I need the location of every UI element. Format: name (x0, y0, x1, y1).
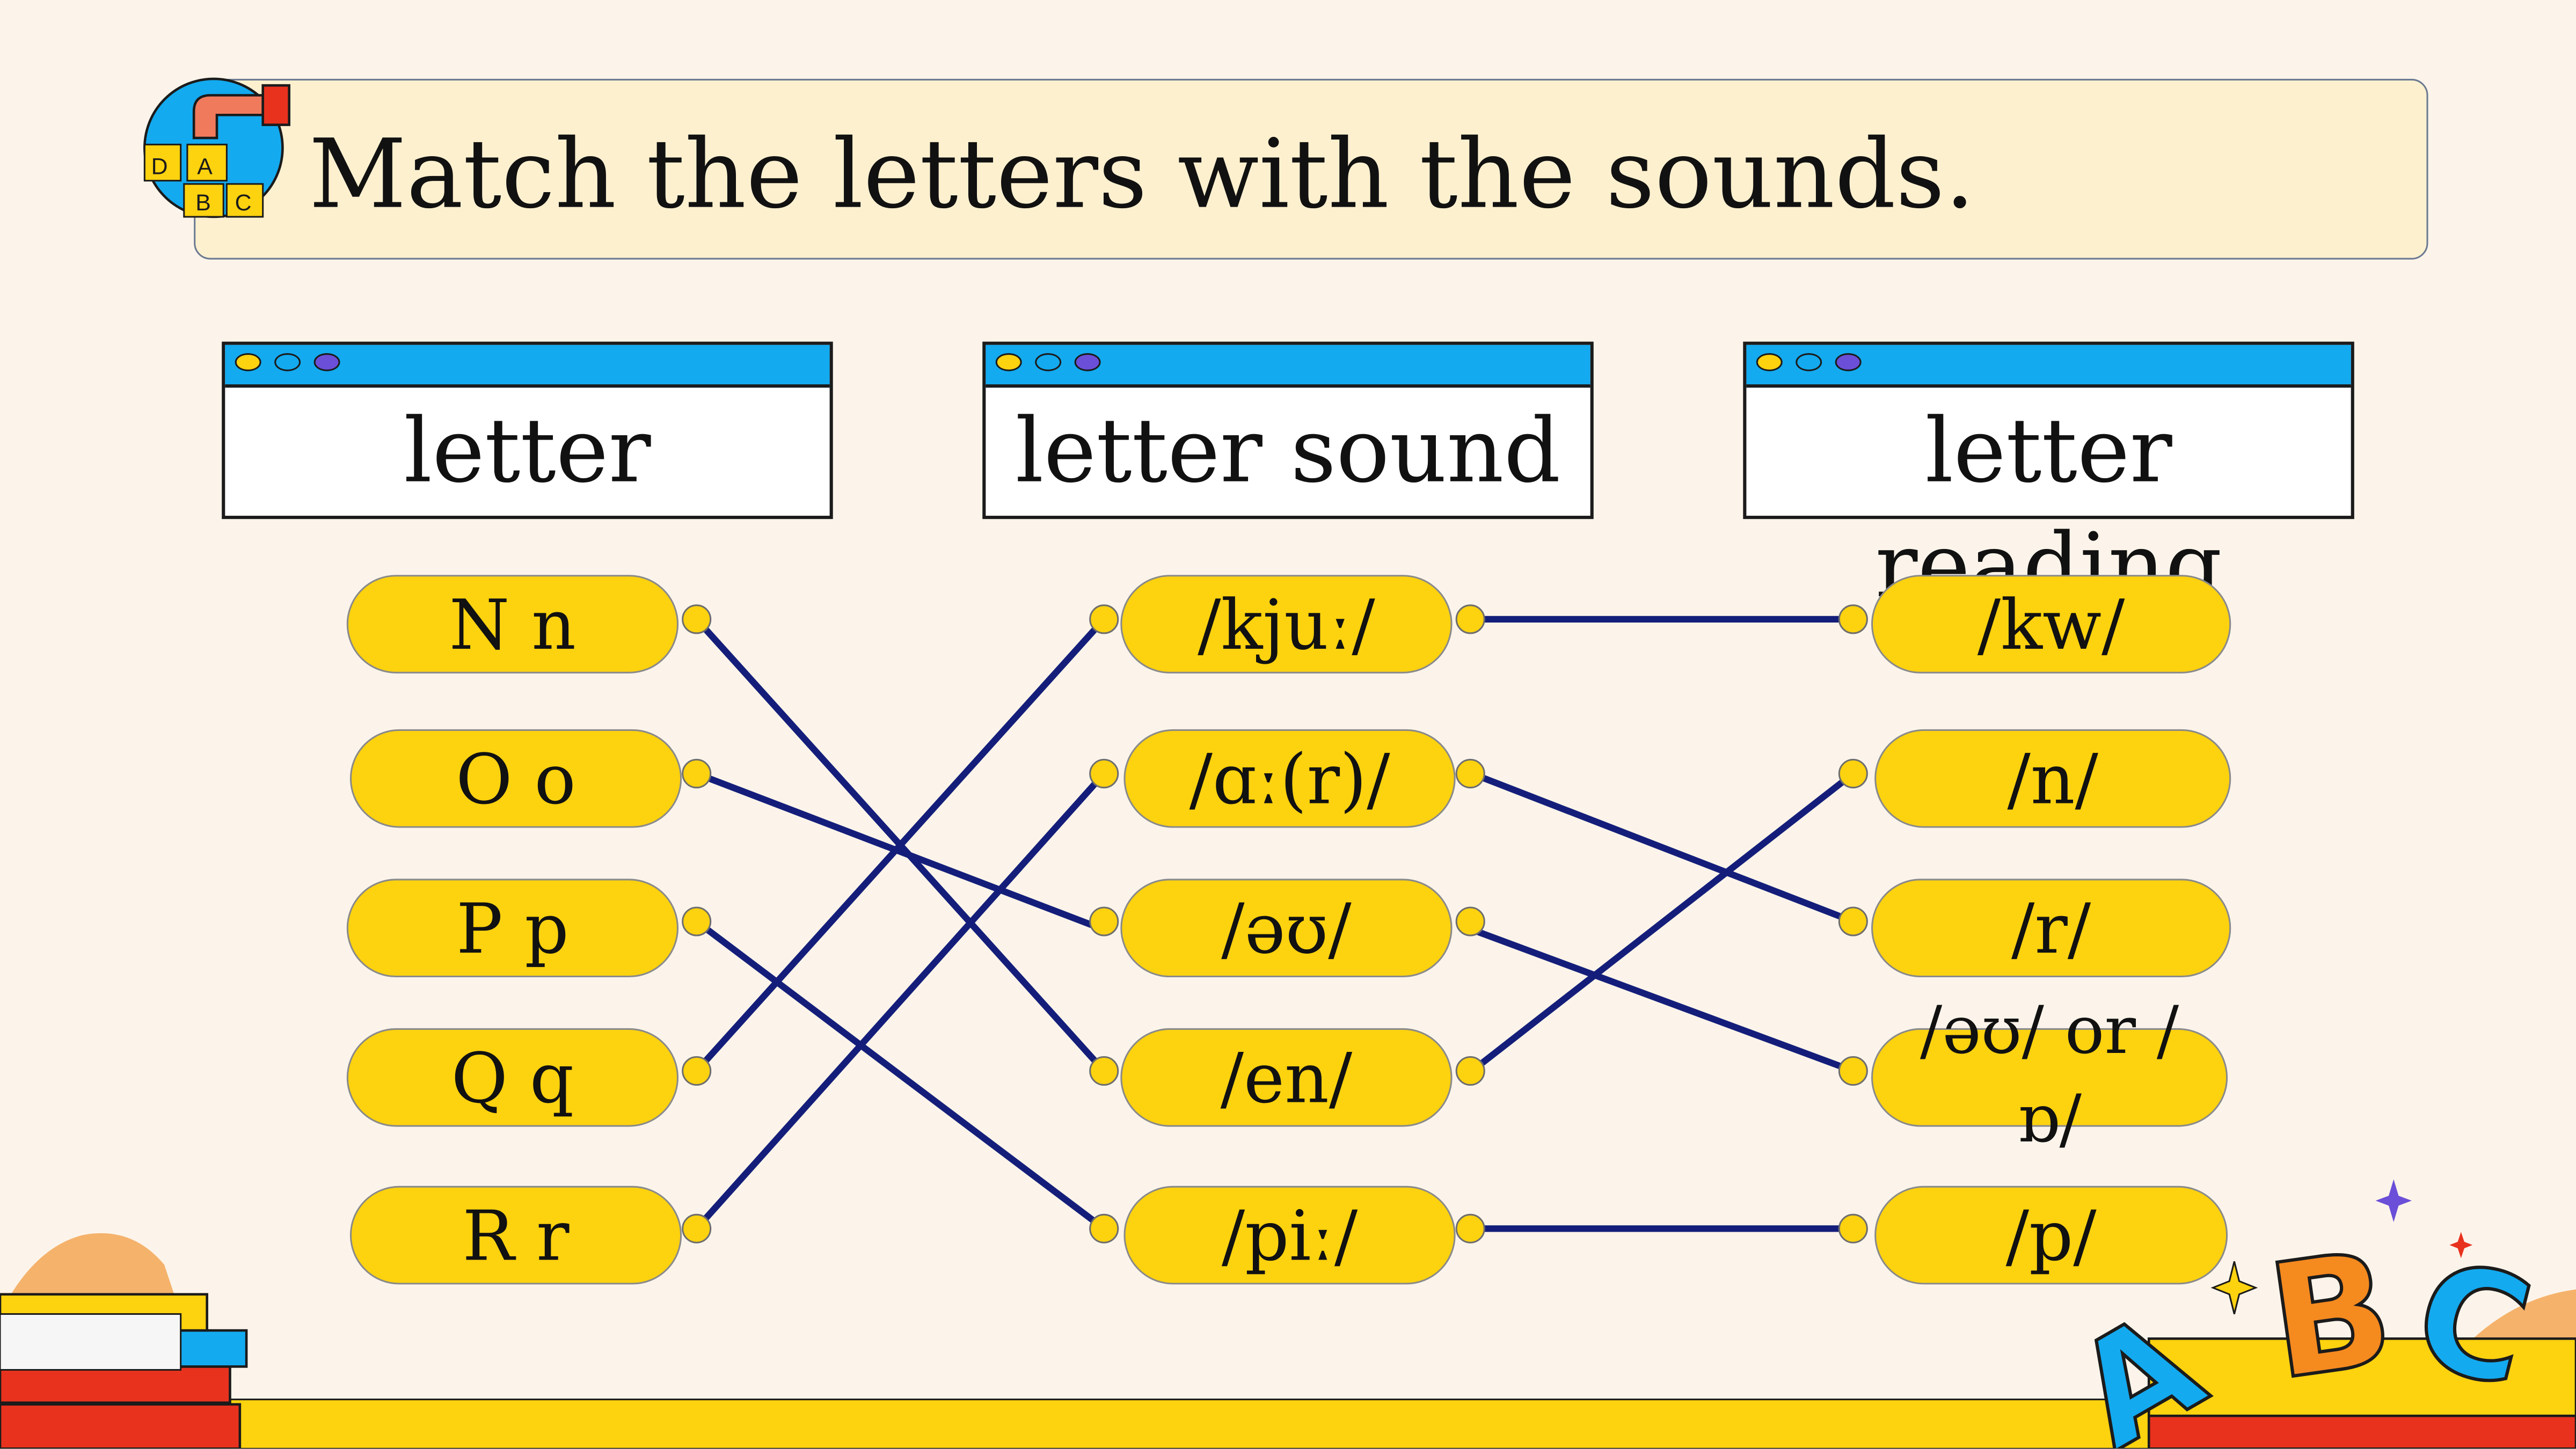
connector-dot[interactable] (1455, 758, 1485, 789)
reading-pill-kw[interactable]: /kw/ (1871, 575, 2231, 674)
reading-pill-r[interactable]: /r/ (1871, 879, 2231, 978)
letter-pill-o[interactable]: O o (349, 729, 682, 828)
match-line (1469, 770, 1857, 925)
connector-dot[interactable] (682, 758, 712, 789)
window-dot-icon (1035, 353, 1062, 371)
page-title: Match the letters with the sounds. (309, 118, 1975, 230)
connector-dot[interactable] (1089, 1213, 1119, 1243)
window-dot-icon (995, 353, 1022, 371)
title-bar (194, 78, 2428, 260)
match-line (1469, 926, 1857, 1074)
window-bar (225, 345, 830, 388)
match-line (693, 770, 1107, 1232)
window-dot-icon (274, 353, 301, 371)
abc-letter-a: A (2047, 1279, 2229, 1449)
connector-dot[interactable] (1455, 906, 1485, 936)
header-label: letter (404, 399, 651, 503)
connector-dot[interactable] (682, 906, 712, 936)
letter-pill-r[interactable]: R r (349, 1185, 682, 1285)
letter-pill-q[interactable]: Q q (346, 1028, 679, 1127)
connector-dot[interactable] (1089, 604, 1119, 634)
connector-dot[interactable] (1089, 758, 1119, 789)
sound-pill-pii[interactable]: /piː/ (1123, 1185, 1456, 1285)
sound-pill-ou[interactable]: /əʊ/ (1120, 879, 1453, 978)
connector-dot[interactable] (1838, 604, 1868, 634)
match-line (693, 616, 1107, 1074)
connector-dot[interactable] (1455, 1213, 1485, 1243)
connector-dot[interactable] (682, 1056, 712, 1086)
sparkle-icon (2449, 1232, 2473, 1258)
connector-dot[interactable] (1838, 758, 1868, 789)
reading-pill-ou-or-o[interactable]: /əʊ/ or /ɒ/ (1871, 994, 2228, 1158)
reading-pill-n[interactable]: /n/ (1874, 729, 2231, 828)
connector-dot[interactable] (1089, 906, 1119, 936)
window-dot-icon (235, 353, 261, 371)
window-bar (986, 345, 1590, 388)
match-line (693, 918, 1107, 1232)
letter-pill-p[interactable]: P p (346, 879, 679, 978)
header-label: letter sound (1015, 399, 1561, 503)
books-icon (0, 1293, 248, 1449)
header-letter-sound: letter sound (982, 341, 1594, 519)
abc-letter-c: C (2400, 1227, 2547, 1420)
abc-letter-b: B (2259, 1217, 2403, 1415)
sound-pill-en[interactable]: /en/ (1120, 1028, 1453, 1127)
connector-dot[interactable] (682, 1213, 712, 1243)
header-letter: letter (222, 341, 833, 519)
connector-dot[interactable] (1838, 1213, 1868, 1243)
match-line (1469, 770, 1857, 1074)
window-dot-icon (1835, 353, 1862, 371)
connector-dot[interactable] (1838, 906, 1868, 936)
header-letter-reading: letter reading (1743, 341, 2354, 618)
letter-pill-n[interactable]: N n (346, 575, 679, 674)
connector-dot[interactable] (1455, 604, 1485, 634)
window-dot-icon (1796, 353, 1822, 371)
sound-pill-kjuu[interactable]: /kjuː/ (1120, 575, 1453, 674)
sound-pill-aar[interactable]: /ɑː(r)/ (1123, 729, 1456, 828)
window-bar (1746, 345, 2351, 388)
reading-pill-p[interactable]: /p/ (1874, 1185, 2228, 1285)
window-dot-icon (1756, 353, 1783, 371)
connector-dot[interactable] (682, 604, 712, 634)
block-letter-d: D (151, 153, 168, 179)
window-dot-icon (1074, 353, 1101, 371)
connector-dot[interactable] (1455, 1056, 1485, 1086)
match-line (693, 616, 1107, 1074)
sparkle-icon (2375, 1179, 2412, 1223)
connector-dot[interactable] (1838, 1056, 1868, 1086)
reading-text: /əʊ/ or /ɒ/ (1920, 993, 2179, 1158)
sparkle-icon (2210, 1261, 2258, 1314)
window-dot-icon (313, 353, 340, 371)
match-line (693, 770, 1107, 933)
connector-dot[interactable] (1089, 1056, 1119, 1086)
